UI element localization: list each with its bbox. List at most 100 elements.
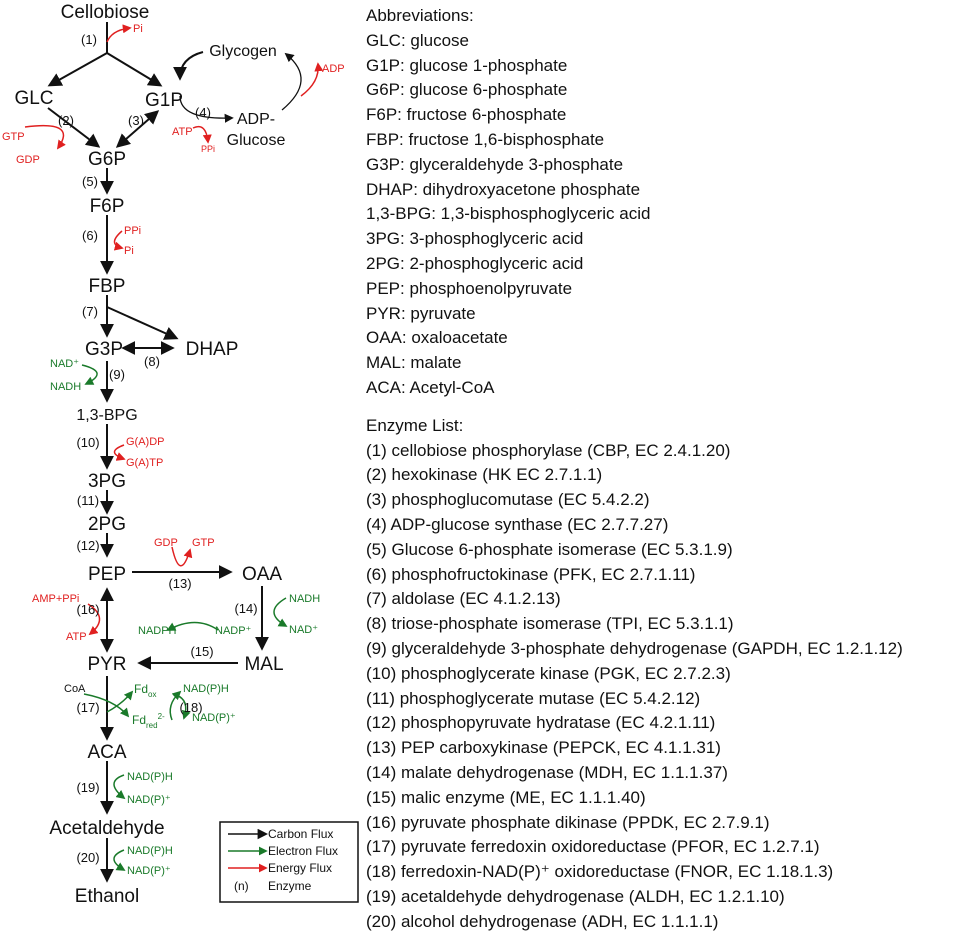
enzyme-list: (1) cellobiose phosphorylase (CBP, EC 2.… [366,439,956,935]
metabolite-3pg: 3PG [88,471,126,492]
electron-arrow-9 [81,364,98,385]
metabolite-adp-glucose-1: ADP- [237,111,275,128]
cofactor-adp: ADP [322,63,345,75]
legend-energy-label: Energy Flux [268,861,332,875]
metabolite-f6p: F6P [90,196,125,217]
cofactor-nadph-20: NAD(P)H [127,845,173,857]
step-numbers: (1) (2) (3) (4) (5) (6) (7) (8) (9) (10)… [58,32,258,865]
step-1: (1) [81,32,97,47]
legend-enzyme-key: (n) [234,879,249,893]
energy-arrow-10 [113,444,126,461]
carbon-flux-arrows [47,22,302,883]
step-17: (17) [76,700,99,715]
step-13: (13) [168,576,191,591]
cofactor-gdp-13: GDP [154,537,178,549]
electron-arrow-18a [169,690,182,721]
metabolite-pyr: PYR [87,654,126,675]
abbreviation-item: PYR: pyruvate [366,303,476,323]
metabolite-oaa: OAA [242,564,282,585]
abbreviation-item: 3PG: 3-phosphoglyceric acid [366,229,584,249]
enzyme-item: (1) cellobiose phosphorylase (CBP, EC 2.… [366,440,731,460]
metabolite-dhap: DHAP [186,339,239,360]
metabolite-fbp: FBP [89,276,126,297]
electron-arrow-15 [166,621,219,631]
energy-arrow-13 [171,546,193,567]
cofactor-atp-4: ATP [172,126,193,138]
metabolite-pep: PEP [88,564,126,585]
legend-box [219,821,359,903]
electron-arrow-20 [113,849,126,871]
step-8: (8) [144,354,160,369]
enzyme-item: (13) PEP carboxykinase (PEPCK, EC 4.1.1.… [366,738,721,758]
step-9: (9) [109,367,125,382]
cofactor-gdp: GDP [16,154,40,166]
step-4: (4) [195,105,211,120]
cofactor-nadp-18: NAD(P)⁺ [192,712,236,724]
metabolite-2pg: 2PG [88,514,126,535]
step-15: (15) [190,644,213,659]
metabolite-adp-glucose-2: Glucose [227,132,286,149]
step-5: (5) [82,174,98,189]
abbreviation-item: G3P: glyceraldehyde 3-phosphate [366,154,624,174]
cofactor-pi-6: Pi [124,245,134,257]
cofactor-ppi-6: PPi [124,225,141,237]
energy-cofactor-labels: Pi ADP GTP GDP ATP PPi PPi Pi G(A)DP G(A… [2,23,345,643]
energy-arrow-atp-ppi-4 [192,125,212,144]
cofactor-nadp-20: NAD(P)⁺ [127,865,171,877]
metabolite-aca: ACA [87,742,126,763]
enzyme-item: (10) phosphoglycerate kinase (PGK, EC 2.… [366,663,731,683]
electron-arrow-14 [273,597,288,627]
electron-arrow-18b [175,694,191,720]
metabolite-glc: GLC [14,88,53,109]
arrow-glc-g6p [47,107,101,148]
enzyme-item: (8) triose-phosphate isomerase (TPI, EC … [366,614,734,634]
cofactor-nadph: NADPH [138,625,177,637]
energy-arrow-pi-1 [106,24,132,43]
enzyme-item: (19) acetaldehyde dehydrogenase (ALDH, E… [366,886,785,906]
enzyme-item: (15) malic enzyme (ME, EC 1.1.1.40) [366,787,646,807]
enzyme-item: (17) pyruvate ferredoxin oxidoreductase … [366,837,820,857]
electron-arrow-19 [113,774,126,800]
arrow-g1p-g6p [115,110,160,148]
step-6: (6) [82,228,98,243]
enzyme-item: (20) alcohol dehydrogenase (ADH, EC 1.1.… [366,911,719,931]
arrow-to-g1p [106,52,163,87]
enzyme-item: (3) phosphoglucomutase (EC 5.4.2.2) [366,490,650,510]
cofactor-gtp-13: GTP [192,537,215,549]
cofactor-atp-16: ATP [66,631,87,643]
abbreviation-item: PEP: phosphoenolpyruvate [366,278,573,298]
cofactor-coa: CoA [64,683,86,695]
arrow-to-glc [47,52,108,87]
cofactor-amp-ppi: AMP+PPi [32,593,79,605]
cofactor-nad-14: NAD⁺ [289,624,318,636]
electron-flux-arrows [81,364,288,871]
cofactor-gadp: G(A)DP [126,436,165,448]
enzyme-list-title: Enzyme List: [366,415,464,435]
step-10: (10) [76,435,99,450]
enzyme-item: (4) ADP-glucose synthase (EC 2.7.7.27) [366,514,669,534]
cofactor-gatp: G(A)TP [126,457,163,469]
abbreviation-item: FBP: fructose 1,6-bisphosphate [366,129,605,149]
metabolite-g1p: G1P [145,90,183,111]
cofactor-gtp: GTP [2,131,25,143]
enzyme-item: (11) phosphoglycerate mutase (EC 5.4.2.1… [366,688,701,708]
legend: Carbon Flux Electron Flux Energy Flux (n… [219,821,359,903]
step-18: (18) [179,700,202,715]
step-7: (7) [82,304,98,319]
enzyme-item: (18) ferredoxin-NAD(P)⁺ oxidoreductase (… [366,862,834,882]
pathway-diagram: Cellobiose GLC G1P Glycogen ADP- Glucose… [2,2,359,907]
step-14: (14) [234,601,257,616]
abbreviations-title: Abbreviations: [366,6,474,25]
metabolite-mal: MAL [244,654,283,675]
metabolite-g6p: G6P [88,149,126,170]
energy-arrow-adp-4 [300,62,324,97]
legend-electron-label: Electron Flux [268,844,338,858]
enzyme-item: (16) pyruvate phosphate dikinase (PPDK, … [366,812,770,832]
cofactor-fd-red: Fdred2- [132,712,165,730]
enzyme-item: (12) phosphopyruvate hydratase (EC 4.2.1… [366,713,716,733]
legend-carbon-label: Carbon Flux [268,827,333,841]
cofactor-pi-1: Pi [133,23,143,35]
step-11: (11) [77,493,99,508]
abbreviation-item: ACA: Acetyl-CoA [366,377,495,397]
